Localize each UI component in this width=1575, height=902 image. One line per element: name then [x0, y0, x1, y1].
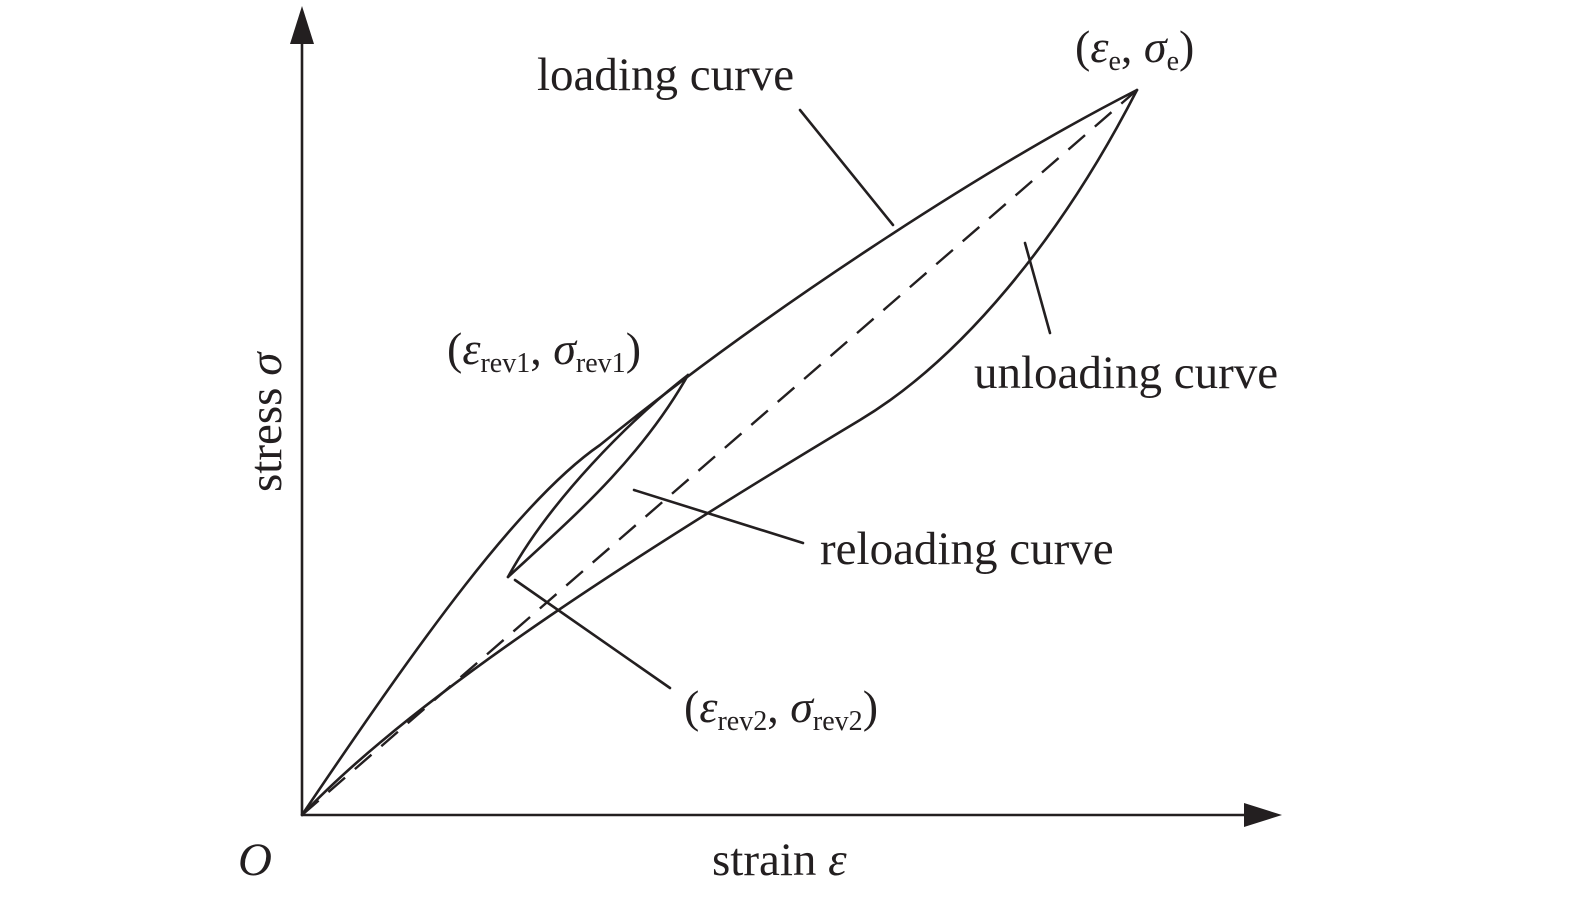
x-axis-label-text: strain	[712, 834, 828, 886]
rev2-eps-subscript: rev2	[717, 706, 767, 737]
rev2-sig-symbol: σ	[790, 681, 815, 732]
x-axis-symbol: ε	[828, 834, 847, 886]
reloading-curve-label: reloading curve	[820, 523, 1114, 575]
rev1-sig-symbol: σ	[553, 323, 578, 374]
y-axis-symbol: σ	[240, 351, 292, 376]
reloading-curve	[506, 373, 690, 579]
end-eps-symbol: ε	[1090, 21, 1109, 72]
end-sig-subscript: e	[1167, 46, 1179, 77]
end-sig-symbol: σ	[1144, 21, 1169, 72]
loading-curve	[300, 88, 1139, 817]
rev2-sig-subscript: rev2	[813, 706, 863, 737]
y-axis-label-text: stress	[240, 376, 292, 492]
rev1-point-label: (εrev1, σrev1)	[447, 323, 641, 379]
origin-label: O	[238, 834, 272, 886]
rev1-eps-symbol: ε	[462, 323, 481, 374]
reloading-curve-leader	[632, 488, 805, 545]
y-axis-arrow	[290, 6, 314, 44]
rev2-point-leader	[513, 578, 672, 690]
unloading-curve-label: unloading curve	[974, 347, 1278, 399]
rev2-point-label: (εrev2, σrev2)	[684, 681, 878, 737]
y-axis-label: stress σ	[240, 351, 292, 492]
loading-curve-label: loading curve	[537, 49, 794, 101]
unloading-curve-leader	[1023, 241, 1052, 335]
rev1-sig-subscript: rev1	[576, 348, 626, 379]
x-axis-arrow	[1244, 803, 1282, 827]
x-axis-label: strain ε	[712, 834, 847, 886]
unloading-curve	[300, 88, 1139, 817]
inner-unloading-curve	[506, 373, 690, 579]
loading-curve-leader	[798, 108, 895, 227]
rev1-eps-subscript: rev1	[480, 348, 530, 379]
end-point-label: (εe, σe)	[1075, 21, 1194, 77]
end-eps-subscript: e	[1108, 46, 1120, 77]
rev2-eps-symbol: ε	[699, 681, 718, 732]
